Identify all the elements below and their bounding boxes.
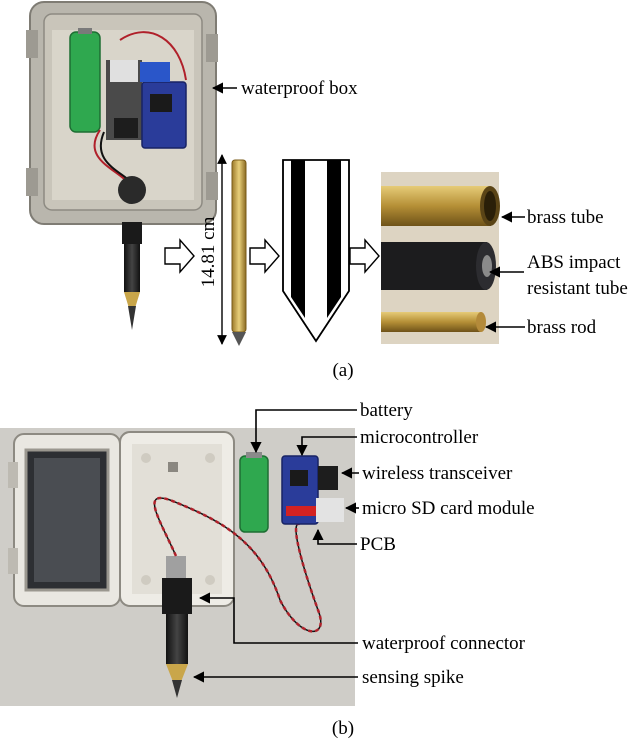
photo-materials — [381, 172, 500, 344]
label-length: 14.81 cm — [198, 216, 219, 287]
label-brass-rod: brass rod — [527, 317, 597, 338]
sensor-schematic — [282, 159, 350, 343]
caption-b: (b) — [332, 718, 354, 739]
label-micro-sd: micro SD card module — [362, 498, 535, 519]
label-wireless-transceiver: wireless transceiver — [362, 463, 513, 484]
panel-b: battery microcontroller wireless transce… — [0, 400, 535, 739]
label-microcontroller: microcontroller — [360, 427, 479, 448]
label-battery: battery — [360, 400, 413, 421]
panel-a: waterproof box 14.81 cm — [26, 1, 628, 381]
caption-a: (a) — [332, 360, 353, 381]
flow-arrow-3 — [349, 238, 380, 274]
photo-assembly — [0, 428, 355, 706]
label-abs-line2: resistant tube — [527, 278, 628, 299]
label-abs-line1: ABS impact — [527, 252, 621, 273]
flow-arrow-2 — [249, 238, 280, 274]
label-waterproof-connector: waterproof connector — [362, 633, 526, 654]
photo-waterproof-box — [26, 1, 218, 330]
label-waterproof-box: waterproof box — [241, 78, 358, 99]
label-brass-tube: brass tube — [527, 207, 604, 228]
flow-arrow-1 — [164, 238, 195, 274]
brass-sensor — [231, 159, 247, 346]
label-pcb: PCB — [360, 534, 396, 555]
label-sensing-spike: sensing spike — [362, 667, 464, 688]
